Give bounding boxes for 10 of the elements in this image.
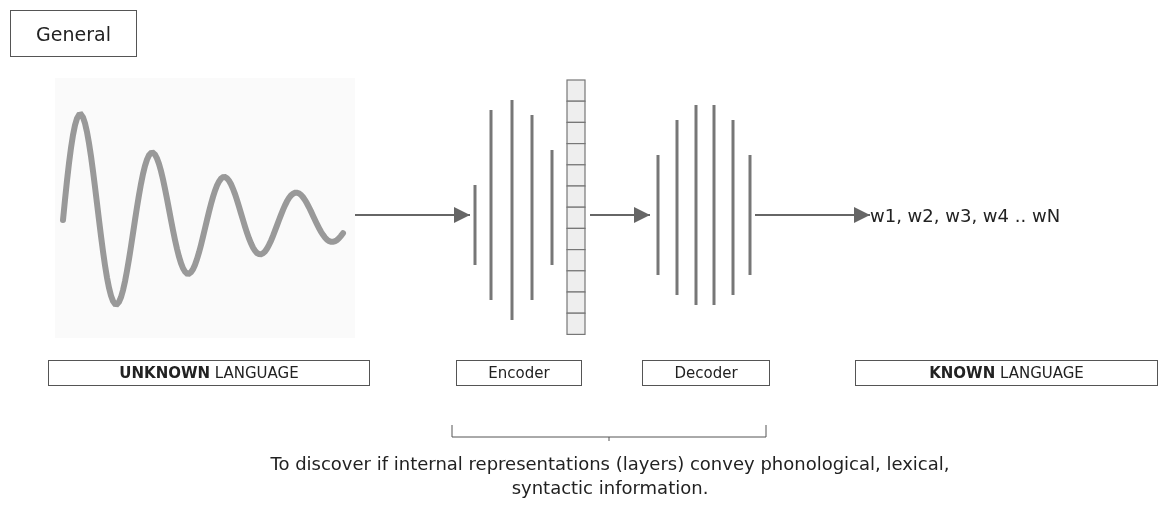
output-text: w1, w2, w3, w4 .. wN — [870, 200, 1135, 230]
caption-box: Decoder — [642, 360, 770, 386]
arrow — [754, 207, 871, 223]
caption-box: UNKNOWN LANGUAGE — [48, 360, 370, 386]
arrow — [354, 207, 471, 223]
caption-box: KNOWN LANGUAGE — [855, 360, 1158, 386]
caption-box: Encoder — [456, 360, 582, 386]
arrow — [589, 207, 651, 223]
caption: To discover if internal representations (layers) convey phonological, lexical, syntactic information. — [269, 452, 951, 500]
section-label: General — [10, 10, 137, 57]
